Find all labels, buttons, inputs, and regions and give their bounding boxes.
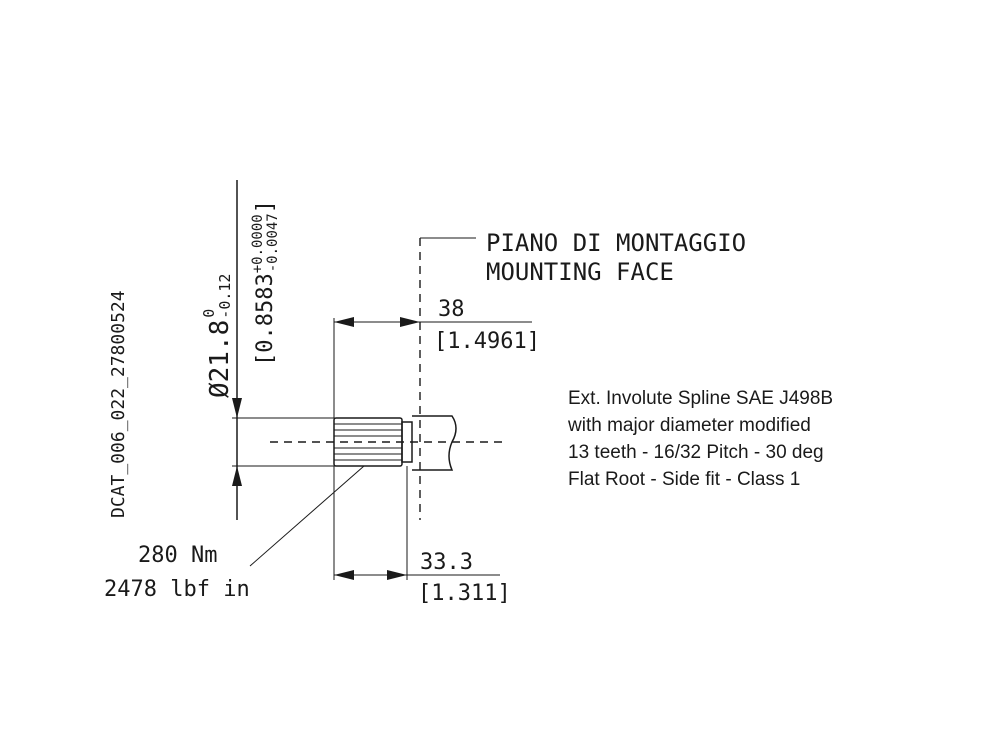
diameter-arrow-bottom <box>232 466 242 486</box>
diameter-dimension: Ø21.8 0-0.12 <box>200 274 235 398</box>
spline-length-imperial: [1.311] <box>418 581 511 606</box>
diameter-tol-lower: -0.12 <box>216 274 234 319</box>
mounting-face-label-it: PIANO DI MONTAGGIO <box>486 229 746 257</box>
spline-spec-line-1: Ext. Involute Spline SAE J498B <box>568 388 833 409</box>
splined-shaft <box>333 415 457 471</box>
spline-spec-line-2: with major diameter modified <box>567 415 811 436</box>
diameter-imperial-open: [0.8583 <box>253 273 278 366</box>
diameter-imperial-tol-lower: -0.0047 <box>265 213 281 272</box>
spline-spec-line-3: 13 teeth - 16/32 Pitch - 30 deg <box>568 442 824 463</box>
drawing-code: DCAT_006_022_27800524 <box>108 290 129 518</box>
length-arrow-right <box>400 317 420 327</box>
spline-length-arrow-left <box>334 570 354 580</box>
diameter-metric: 21.8 <box>205 320 235 383</box>
diameter-imperial-tol-upper: +0.0000 <box>250 214 266 273</box>
torque-imperial: 2478 lbf in <box>104 577 250 602</box>
diameter-tol-upper: 0 <box>200 309 218 318</box>
length-imperial: [1.4961] <box>434 329 540 354</box>
mounting-face-label-en: MOUNTING FACE <box>486 258 674 286</box>
diameter-imperial-close: ] <box>253 200 278 213</box>
spline-length-metric: 33.3 <box>420 550 473 575</box>
length-arrow-left <box>334 317 354 327</box>
torque-metric: 280 Nm <box>138 543 217 568</box>
diameter-imperial: [0.8583+0.0000-0.0047] <box>250 200 281 366</box>
spline-length-arrow-right <box>387 570 407 580</box>
spline-spec-line-4: Flat Root - Side fit - Class 1 <box>568 469 800 490</box>
torque-leader-line <box>249 465 365 567</box>
diameter-arrow-top <box>232 398 242 418</box>
diameter-symbol: Ø <box>205 382 235 398</box>
length-metric: 38 <box>438 297 465 322</box>
